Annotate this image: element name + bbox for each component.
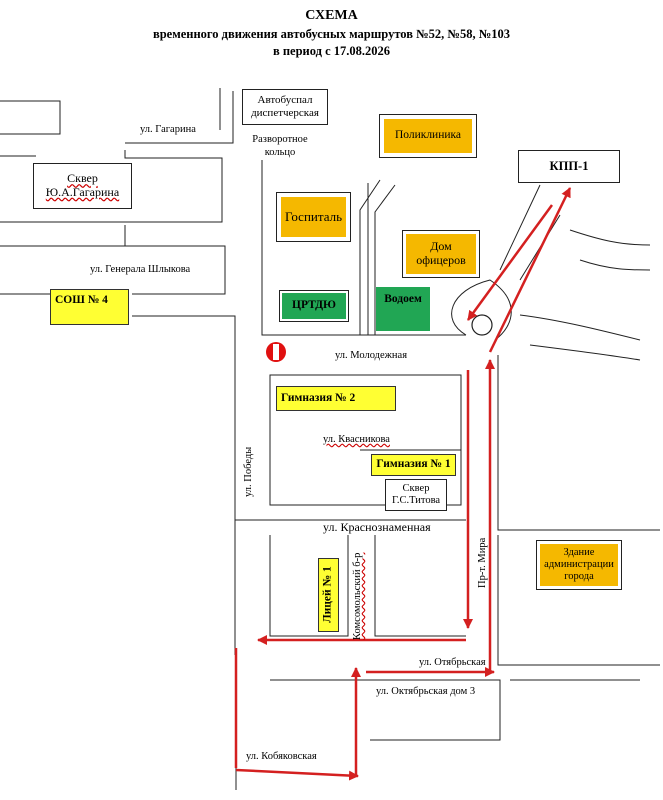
street-label-otyabrskaya: ул. Отябрьская	[419, 657, 486, 668]
place-crtdyu-label: ЦРТДЮ	[292, 299, 336, 312]
block-top-left	[0, 100, 61, 135]
place-dom-oficerov: Дом офицеров	[406, 234, 476, 274]
street-label-pobedy: ул. Победы	[243, 446, 254, 497]
street-label-kobyakovskaya: ул. Кобяковская	[246, 751, 317, 762]
place-administraciya-frame: Здание администрации города	[536, 540, 622, 590]
place-crtdyu-frame: ЦРТДЮ	[279, 290, 349, 322]
no-entry-sign-icon	[266, 342, 286, 362]
map-title: СХЕМА	[305, 8, 358, 23]
place-skver-gagarina-label: Сквер Ю.А.Гагарина	[45, 171, 120, 199]
place-administraciya-label: Здание администрации города	[544, 546, 614, 583]
place-poliklinika-frame: Поликлиника	[379, 114, 477, 158]
street-label-komsomolskiy: Комсомольский б-р	[352, 552, 363, 640]
street-label-krasnoznamennaya: ул. Краснознаменная	[323, 520, 431, 534]
place-poliklinika: Поликлиника	[384, 119, 472, 153]
street-label-oktyabrskaya-dom3: ул. Октябрьская дом 3	[376, 686, 476, 697]
route-arrow	[466, 204, 554, 321]
place-vodoem: Водоем	[376, 287, 430, 331]
street-label-mira: Пр-т. Мира	[477, 537, 488, 588]
place-kpp1-label: КПП-1	[549, 159, 589, 174]
place-gospital-frame: Госпиталь	[276, 192, 351, 242]
route-arrow	[235, 768, 359, 781]
place-gimnaziya2: Гимназия № 2	[276, 386, 396, 411]
place-gospital: Госпиталь	[281, 197, 346, 237]
street-label-shlykova: ул. Генерала Шлыкова	[90, 264, 191, 275]
place-administraciya: Здание администрации города	[540, 544, 618, 586]
place-gimnaziya2-label: Гимназия № 2	[281, 391, 356, 404]
place-gimnaziya1-label: Гимназия № 1	[376, 458, 451, 471]
place-dom-oficerov-label: Дом офицеров	[416, 239, 466, 267]
street-label-molodezhnaya: ул. Молодежная	[335, 350, 408, 361]
place-skver-titova-label: Сквер Г.С.Титова	[391, 482, 441, 506]
map-subtitle-routes: временного движения автобусных маршрутов…	[152, 27, 511, 41]
place-licey1-label: Лицей № 1	[321, 566, 334, 624]
place-avtobuspal-label: Автобуспал диспетчерская	[251, 94, 319, 119]
place-skver-gagarina: Сквер Ю.А.Гагарина	[33, 163, 132, 209]
place-sosh4: СОШ № 4	[50, 289, 129, 325]
place-licey1: Лицей № 1	[318, 558, 339, 632]
place-dom-oficerov-frame: Дом офицеров	[402, 230, 480, 278]
place-crtdyu: ЦРТДЮ	[282, 293, 346, 319]
route-arrows	[234, 187, 572, 781]
place-skver-titova: Сквер Г.С.Титова	[385, 479, 447, 511]
street-label-razvorotnoe: Разворотное кольцо	[252, 134, 308, 159]
map-subtitle-period: в период с 17.08.2026	[272, 44, 391, 58]
roundabout-icon	[471, 314, 493, 336]
place-poliklinika-label: Поликлиника	[394, 129, 462, 142]
place-kpp1: КПП-1	[518, 150, 620, 183]
place-avtobuspal: Автобуспал диспетчерская	[242, 89, 328, 125]
street-outlines	[0, 88, 660, 790]
street-label-kvasnikova: ул. Квасникова	[323, 434, 390, 445]
place-sosh4-label: СОШ № 4	[55, 294, 108, 306]
route-arrow	[488, 187, 572, 353]
place-gospital-label: Госпиталь	[284, 208, 343, 224]
place-gimnaziya1: Гимназия № 1	[371, 454, 456, 476]
street-label-gagarina: ул. Гагарина	[140, 124, 196, 135]
place-vodoem-label: Водоем	[384, 293, 422, 305]
